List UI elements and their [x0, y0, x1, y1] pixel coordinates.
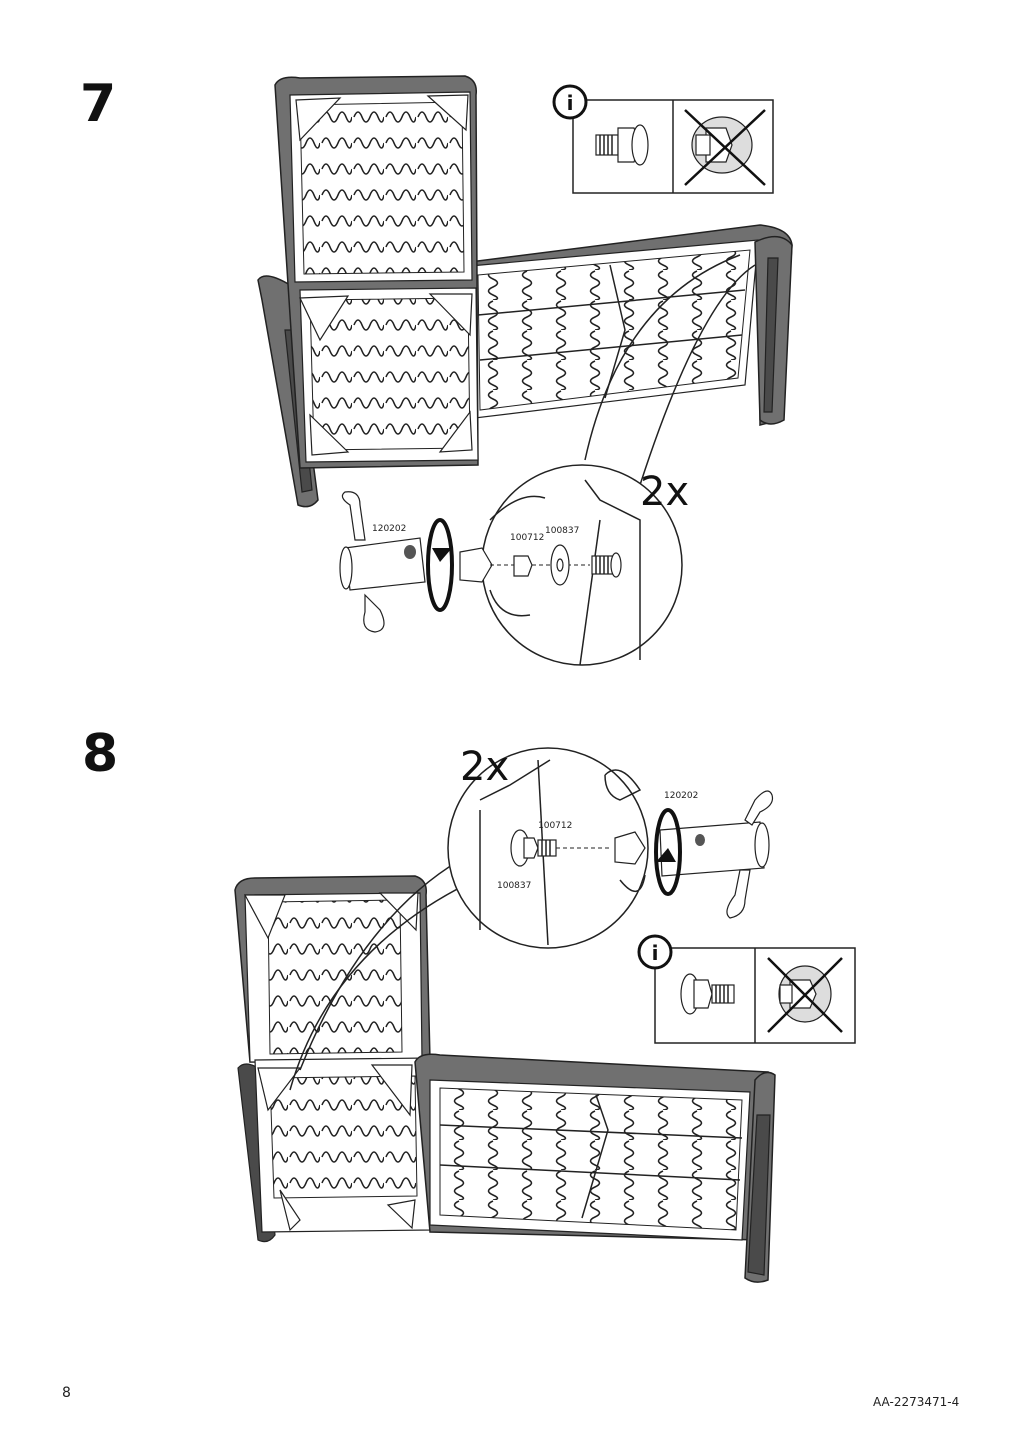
svg-text:i: i	[652, 941, 659, 965]
step-8-hardware	[510, 790, 774, 919]
step-8-part-washer: 100837	[497, 881, 531, 891]
step-8-info-panel: i	[637, 934, 856, 1044]
page-number: 8	[62, 1385, 71, 1401]
step-8-quantity: 2x	[460, 744, 509, 790]
step-7-number: 7	[80, 74, 117, 134]
svg-text:i: i	[567, 91, 574, 115]
step-7-part-washer: 100837	[545, 526, 579, 536]
step-7-part-knob: 120202	[372, 524, 406, 534]
step-7-info-panel: i	[552, 84, 774, 194]
incorrect-assembly-icon	[684, 109, 766, 186]
cross-icon	[684, 109, 766, 186]
step-7-part-nut: 100712	[510, 533, 544, 543]
step-8-sofa	[234, 875, 776, 1283]
step-7-sofa	[257, 75, 793, 508]
incorrect-assembly-icon	[767, 957, 843, 1033]
bolt-with-washer-icon	[680, 973, 735, 1015]
info-icon	[552, 84, 588, 120]
bolt-with-washer-icon	[595, 124, 649, 166]
step-7-hardware	[339, 491, 622, 633]
document-id: AA-2273471-4	[873, 1395, 960, 1409]
cross-icon	[767, 957, 843, 1033]
info-icon	[637, 934, 673, 970]
step-7-quantity: 2x	[640, 469, 689, 515]
step-8-number: 8	[82, 724, 119, 784]
step-8-part-nut: 100712	[538, 821, 572, 831]
step-8-part-knob: 120202	[664, 791, 698, 801]
